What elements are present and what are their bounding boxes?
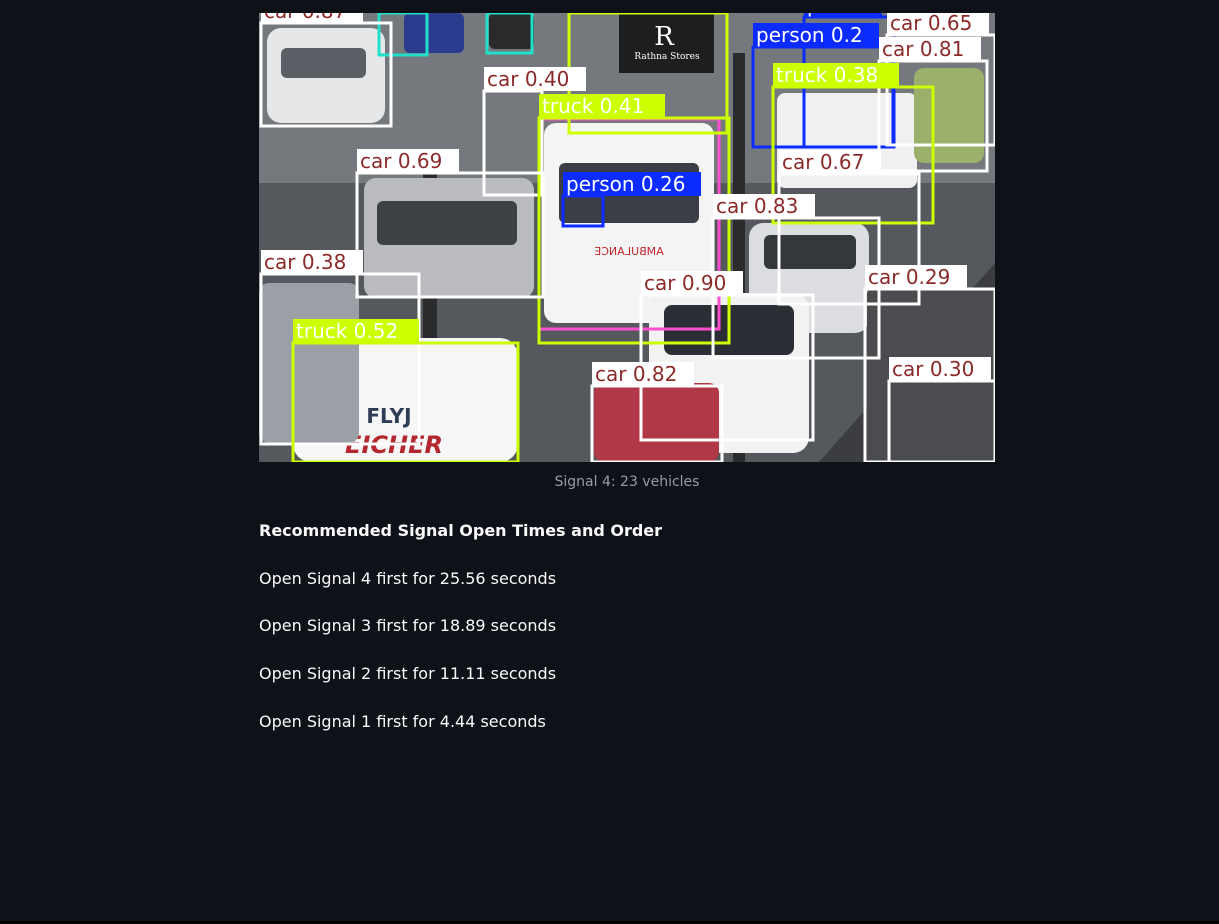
ambulance-text: AMBULANCE	[594, 245, 663, 258]
detection-image: R Rathna Stores AMBULANCE FLYJ EICHER	[259, 13, 995, 462]
detection-label: person	[807, 13, 876, 17]
detection-label-bg	[592, 362, 694, 386]
detection-label-bg	[713, 194, 815, 218]
detection-label: car 0.82	[595, 362, 677, 386]
recommendation-item: Open Signal 1 first for 4.44 seconds	[259, 712, 546, 731]
detection-label: car 0.81	[882, 37, 964, 61]
detection-car: car 0.29	[863, 265, 995, 462]
detection-truck: truck 0.52	[291, 319, 520, 462]
detection-label-bg	[357, 149, 459, 173]
detection-label: car 0.40	[487, 67, 569, 91]
detection-label-bg	[887, 13, 989, 35]
detection-person: person 0.2	[751, 23, 895, 149]
detection-person: person 0.26	[561, 172, 701, 228]
image-caption: Signal 4: 23 vehicles	[554, 474, 700, 490]
detection-label: truck 0.41	[542, 94, 644, 118]
grey-car-left	[259, 283, 359, 443]
detection-label: person 0.26	[566, 172, 685, 196]
detection-label: car 0.67	[782, 150, 864, 174]
recommendation-heading: Recommended Signal Open Times and Order	[259, 521, 663, 540]
detection-label-bg	[865, 265, 967, 289]
detection-car: car 0.82	[590, 362, 724, 462]
red-car	[594, 383, 719, 462]
motorcycle	[489, 13, 534, 49]
detection-car: car 0.83	[711, 194, 881, 360]
recommendation-item: Open Signal 2 first for 11.11 seconds	[259, 664, 557, 683]
detection-car: car 0.67	[777, 150, 921, 306]
detection-label: car 0.83	[716, 194, 798, 218]
detection-label-bg	[539, 94, 665, 118]
detection-label-bg	[293, 319, 419, 343]
detection-label: car 0.87	[264, 13, 346, 23]
detection-label: car 0.90	[644, 271, 726, 295]
recommendation-item: Open Signal 3 first for 18.89 seconds	[259, 616, 557, 635]
detection-truck: truck 0.38	[771, 63, 935, 225]
bottom-border	[0, 921, 1219, 924]
detection-label-bg	[779, 150, 881, 174]
detection-car: car 0.69	[355, 149, 545, 299]
detection-label-bg	[753, 23, 879, 47]
detection-car: car 0.81	[877, 37, 989, 173]
detection-label: person 0.2	[756, 23, 863, 47]
detection-label-bg	[261, 250, 363, 274]
detection-label: car 0.69	[360, 149, 442, 173]
detection-label: car 0.29	[868, 265, 950, 289]
detection-car: car 0.87	[259, 13, 393, 128]
green-car	[914, 68, 984, 163]
detection-label: truck 0.38	[776, 63, 878, 87]
detection-truck: truck 0.41	[537, 94, 731, 345]
recommendation-item: Open Signal 4 first for 25.56 seconds	[259, 569, 557, 588]
detection-label: car 0.30	[892, 357, 974, 381]
detection-car: car 0.40	[482, 67, 586, 197]
detection-label-bg	[261, 13, 363, 23]
detection-label: car 0.65	[890, 13, 972, 35]
detection-car: car 0.65	[885, 13, 995, 147]
van-text-flyj: FLYJ	[366, 404, 411, 428]
detection-box	[377, 13, 429, 57]
detection-label-bg	[804, 13, 882, 17]
detection-car: car 0.30	[887, 357, 995, 462]
detection-image-canvas: R Rathna Stores AMBULANCE FLYJ EICHER	[259, 13, 995, 462]
detection-label: truck 0.52	[296, 319, 398, 343]
detection-box	[485, 13, 534, 55]
detection-label-bg	[641, 271, 743, 295]
detection-label-bg	[563, 172, 701, 196]
detection-label-bg	[889, 357, 991, 381]
blue-scooter	[404, 13, 464, 53]
detection-label-bg	[879, 37, 981, 61]
detection-label: car 0.38	[264, 250, 346, 274]
detection-label-bg	[773, 63, 899, 87]
store-name-text: Rathna Stores	[634, 52, 700, 62]
detection-label-bg	[484, 67, 586, 91]
detection-car: car 0.38	[259, 250, 421, 446]
store-logo-text: R	[654, 22, 675, 52]
